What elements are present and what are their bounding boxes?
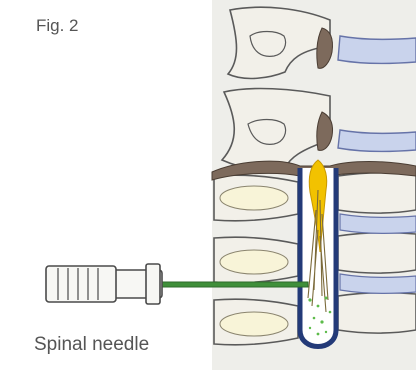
needle-grip bbox=[46, 266, 116, 302]
lower-vertebra-right-3 bbox=[338, 293, 416, 333]
lower-vertebra-right-2 bbox=[338, 233, 416, 273]
needle-shaft bbox=[160, 282, 308, 287]
needle-collar bbox=[146, 264, 160, 304]
spinal-needle-label: Spinal needle bbox=[34, 334, 149, 356]
vertebra-body-shading-2 bbox=[220, 250, 288, 274]
disc-2 bbox=[338, 130, 416, 151]
vertebra-body-shading-1 bbox=[220, 186, 288, 210]
disc-4 bbox=[340, 274, 416, 293]
lower-vertebra-right-1 bbox=[338, 173, 416, 213]
vertebra-body-shading-3 bbox=[220, 312, 288, 336]
disc-3 bbox=[340, 214, 416, 233]
disc-1 bbox=[338, 36, 416, 63]
